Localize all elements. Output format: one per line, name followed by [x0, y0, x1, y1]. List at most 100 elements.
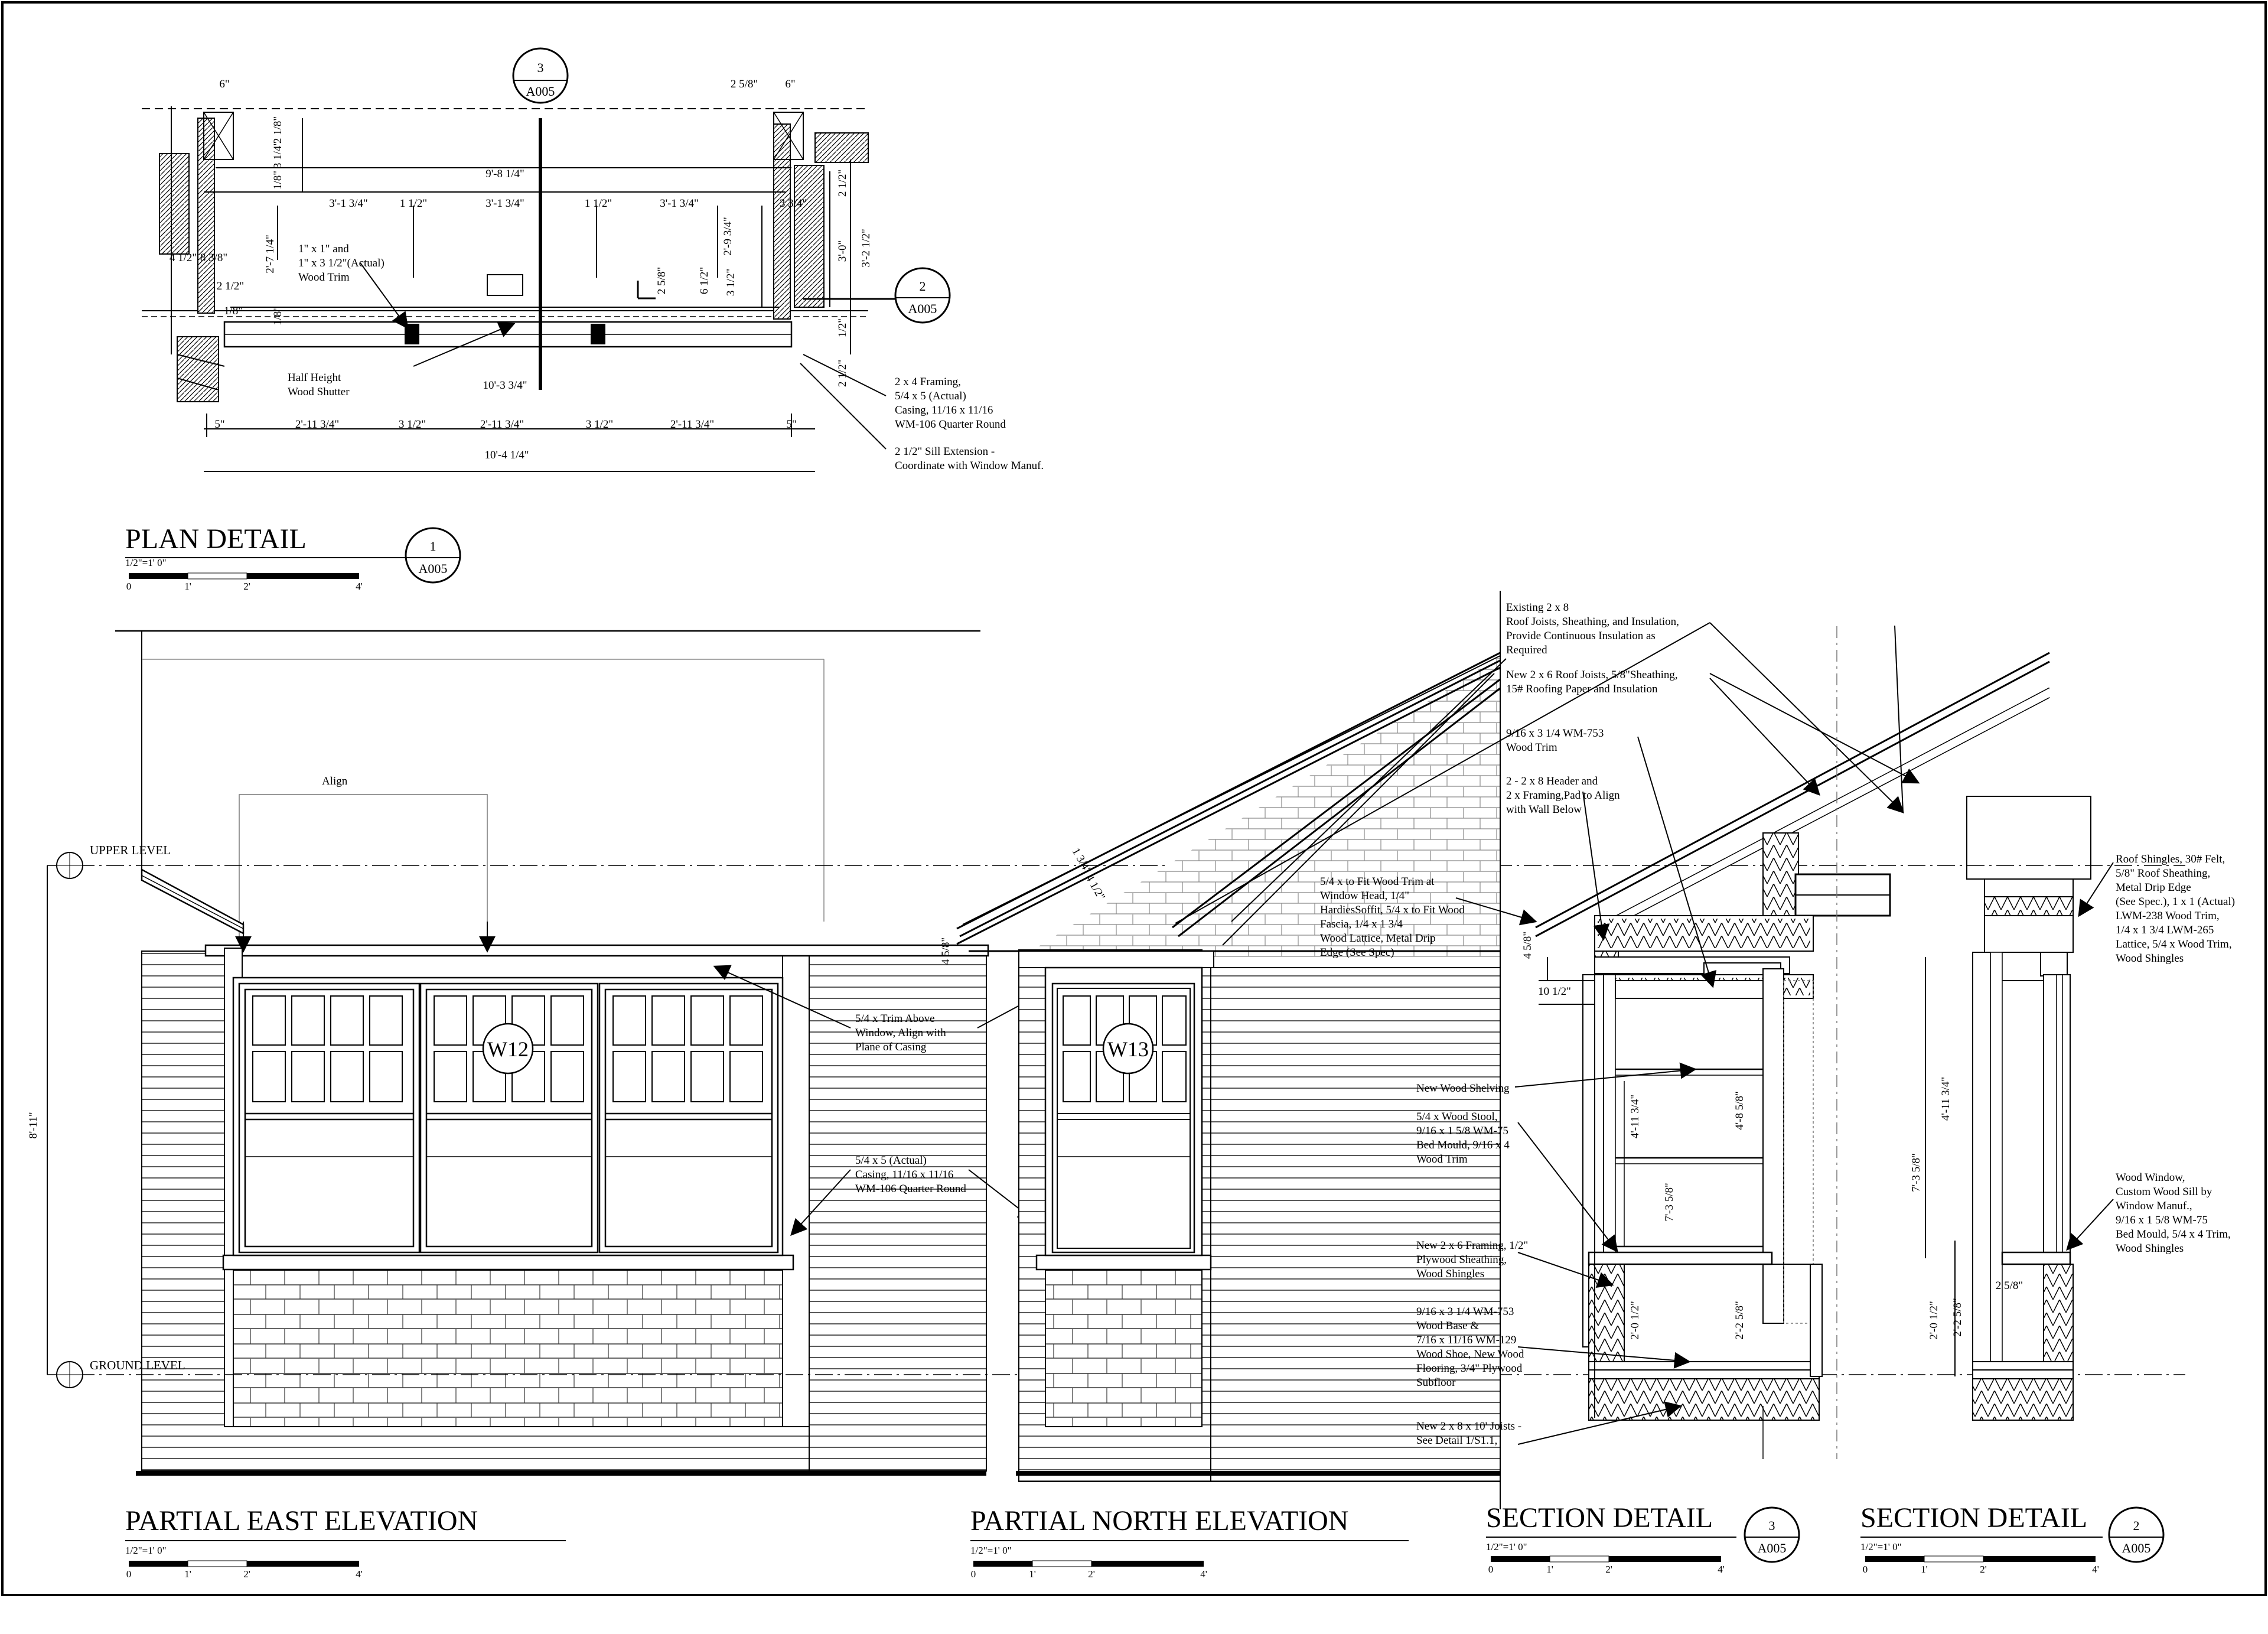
sec2-dim-2-2-5-8: 2'-2 5/8" — [1951, 1298, 1964, 1337]
svg-text:A005: A005 — [908, 301, 937, 316]
dim-l18: 1/8" — [224, 305, 243, 317]
section-3-title: SECTION DETAIL — [1486, 1502, 1713, 1534]
svg-text:3: 3 — [1769, 1518, 1775, 1533]
dim-a4: 1 1/2" — [585, 197, 612, 210]
dim-a2: 1 1/2" — [400, 197, 427, 210]
svg-text:2': 2' — [243, 1568, 250, 1580]
window-w12[interactable]: W12 — [238, 982, 779, 1254]
dim-overall-plan: 9'-8 1/4" — [485, 168, 524, 180]
window-tag-w13: W13 — [1107, 1037, 1149, 1061]
sec3-dim-10-1-2: 10 1/2" — [1538, 985, 1571, 998]
north-elevation-title-block: PARTIAL NORTH ELEVATION 1/2"=1' 0" 0 1' 2'… — [970, 1505, 1409, 1580]
north-elevation-title: PARTIAL NORTH ELEVATION — [970, 1505, 1348, 1537]
dim-v218: 2 1/8" — [272, 116, 284, 144]
svg-text:2': 2' — [1605, 1564, 1612, 1575]
dim-v314: 3 1/4" — [272, 141, 284, 168]
dim-v18b: 1/8" — [272, 307, 284, 326]
svg-text:1: 1 — [430, 539, 436, 554]
sec3-dim-4-5-8: 4 5/8" — [1521, 932, 1534, 959]
detail-callout-1[interactable]: 1 A005 — [405, 527, 461, 584]
dim-r12: 1/2" — [836, 318, 849, 337]
dim-b3: 2'-11 3/4" — [480, 418, 524, 431]
sec3-dim-4-11-3-4: 4'-11 3/4" — [1629, 1095, 1641, 1138]
detail-callout-2[interactable]: 2 A005 — [2108, 1506, 2165, 1563]
svg-text:A005: A005 — [1758, 1541, 1787, 1555]
dim-l838: 8 3/8" — [200, 252, 227, 264]
svg-text:2: 2 — [2133, 1518, 2140, 1533]
section-marker-2[interactable]: 2 A005 — [894, 267, 951, 324]
dim-b4: 3 1/2" — [586, 418, 613, 431]
sec2-dim-7-3-5-8: 7'-3 5/8" — [1910, 1153, 1922, 1192]
sec3-note-new-roof-joists: New 2 x 6 Roof Joists, 5/8"Sheathing,15#… — [1506, 669, 1678, 695]
sec3-note-joists: New 2 x 8 x 10' Joists -See Detail 1/S1.… — [1416, 1420, 1521, 1447]
svg-text:1': 1' — [1029, 1568, 1036, 1580]
dim-a6: 3 3/4" — [780, 197, 807, 210]
section-detail-2: 7'-3 5/8" 4'-11 3/4" 2'-0 1/2" 2'-2 5/8"… — [1836, 626, 2235, 1459]
plan-scale-label: 1/2"=1' 0" — [125, 557, 167, 568]
sec3-note-framing: New 2 x 6 Framing, 1/2"Plywood Sheathing… — [1416, 1239, 1528, 1280]
window-w13[interactable]: W13 — [1044, 966, 1203, 1257]
note-align: Align — [322, 775, 348, 787]
sec3-dim-2-2-5-8: 2'-2 5/8" — [1733, 1301, 1746, 1340]
svg-text:2': 2' — [1088, 1568, 1095, 1580]
svg-text:2': 2' — [1980, 1564, 1987, 1575]
dim-r212: 2 1/2" — [836, 170, 849, 197]
dim-c312: 3 1/2" — [725, 269, 737, 296]
dim-l212: 2 1/2" — [217, 280, 244, 292]
svg-text:0: 0 — [126, 1568, 132, 1580]
sheet-border — [1, 1, 2267, 1596]
east-scale-label: 1/2"=1' 0" — [125, 1545, 167, 1556]
section-2-scale-label: 1/2"=1' 0" — [1860, 1541, 1902, 1552]
plan-detail: 6" 6" 2 5/8" 9'-8 1/4" 3'-1 3/4" 1 1/2" … — [142, 47, 1044, 472]
dim-outer: 10'-4 1/4" — [484, 449, 529, 461]
partial-north-elevation: W13 1 3/4" 4 1/2" 4 5/8" — [940, 652, 1501, 1482]
dim-a1: 3'-1 3/4" — [329, 197, 368, 210]
svg-text:4': 4' — [356, 581, 363, 592]
svg-text:0: 0 — [971, 1568, 976, 1580]
svg-text:A005: A005 — [419, 561, 448, 576]
dim-v18: 1/8" — [272, 171, 284, 190]
svg-text:1': 1' — [1921, 1564, 1928, 1575]
sec3-dim-2-0-1-2: 2'-0 1/2" — [1629, 1301, 1641, 1340]
dim-a5: 3'-1 3/4" — [660, 197, 699, 210]
section-3-scale-label: 1/2"=1' 0" — [1486, 1541, 1527, 1552]
dim-l412: 4 1/2" — [170, 252, 197, 264]
sec3-dim-7-3-5-8: 7'-3 5/8" — [1663, 1183, 1676, 1222]
svg-text:0: 0 — [1488, 1564, 1494, 1575]
sec2-dim-4-11-3-4: 4'-11 3/4" — [1940, 1077, 1952, 1121]
dim-4-5-8-north: 4 5/8" — [940, 938, 952, 965]
dim-6-left: 6" — [219, 78, 229, 90]
detail-callout-3[interactable]: 3 A005 — [1744, 1506, 1800, 1563]
svg-text:1': 1' — [184, 1568, 191, 1580]
section-detail-3: 4 5/8" 10 1/2" 4'-11 3/4" 4'-8 5/8" 7'-3… — [962, 591, 2050, 1509]
svg-text:0: 0 — [126, 581, 132, 592]
dim-b5-right: 5" — [786, 418, 796, 431]
sec2-dim-2-0-1-2: 2'-0 1/2" — [1928, 1301, 1940, 1340]
note-framing: 2 x 4 Framing,5/4 x 5 (Actual)Casing, 11… — [895, 376, 1006, 431]
dim-b5: 2'-11 3/4" — [670, 418, 714, 431]
svg-text:4': 4' — [1200, 1568, 1207, 1580]
dim-2-5-8: 2 5/8" — [731, 78, 758, 90]
section-2-title: SECTION DETAIL — [1860, 1502, 2087, 1534]
sec3-note-shelving: New Wood Shelving — [1416, 1082, 1510, 1095]
dim-4-1-2: 4 1/2" — [1083, 873, 1107, 903]
section-marker-3[interactable]: 3 A005 — [512, 47, 569, 104]
svg-text:2': 2' — [243, 581, 250, 592]
north-scale-label: 1/2"=1' 0" — [970, 1545, 1012, 1556]
